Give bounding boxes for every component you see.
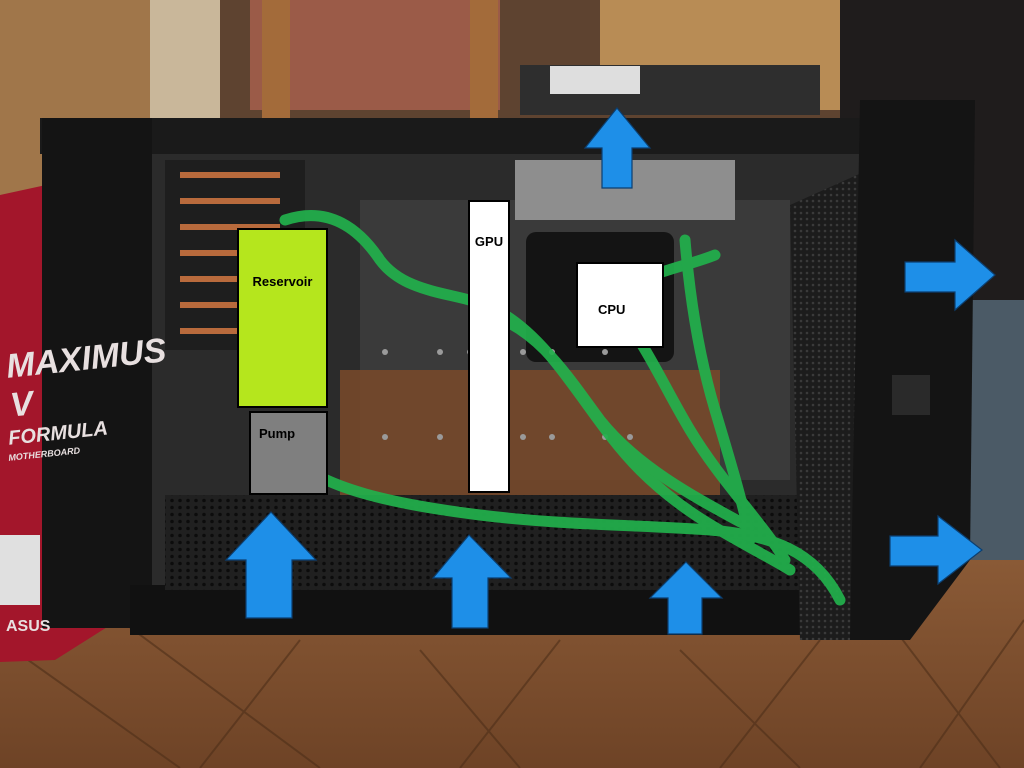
reservoir-label: Reservoir	[252, 274, 313, 289]
front-panel-frame	[850, 100, 975, 640]
tube-vertical-front	[679, 234, 756, 546]
tube-gpu-to-cpu	[484, 309, 761, 536]
motherboard-box-text: MAXIMUS V FORMULA MOTHERBOARD	[4, 331, 168, 463]
airflow-arrow-rear-exhaust-lower	[889, 514, 983, 586]
pump-label: Pump	[259, 426, 296, 441]
airflow-arrow-bottom-intake-left	[224, 511, 318, 619]
pump-box: Pump	[249, 411, 328, 495]
parquet-seams	[0, 609, 1024, 768]
reservoir-box: Reservoir	[237, 228, 328, 408]
cpu-label: CPU	[598, 302, 626, 317]
airflow-arrows	[224, 107, 996, 635]
chair-frame-right	[470, 0, 498, 120]
tube-pump-to-radiator	[279, 446, 846, 606]
cpu-box: CPU	[576, 262, 664, 348]
case-left-pillar	[42, 118, 152, 628]
front-io-panel	[892, 375, 930, 415]
airflow-arrow-bottom-intake-right	[648, 561, 724, 635]
airflow-arrow-rear-exhaust-upper	[904, 238, 996, 312]
box-line-1: MAXIMUS V	[4, 331, 168, 425]
gpu-label: GPU	[474, 234, 504, 249]
motherboard-box-label-patch	[0, 535, 40, 605]
coolant-tubing	[279, 210, 846, 606]
front-panel-mesh	[790, 170, 868, 640]
chair-back	[250, 0, 500, 110]
case-top-frame	[40, 118, 910, 154]
gpu-box: GPU	[468, 200, 510, 493]
white-device-on-top	[550, 66, 640, 94]
airflow-arrow-top-exhaust	[583, 107, 652, 189]
chair-frame-left	[262, 0, 290, 120]
airflow-arrow-bottom-intake-center	[431, 534, 513, 629]
box-brand-logo: ASUS	[6, 618, 51, 635]
